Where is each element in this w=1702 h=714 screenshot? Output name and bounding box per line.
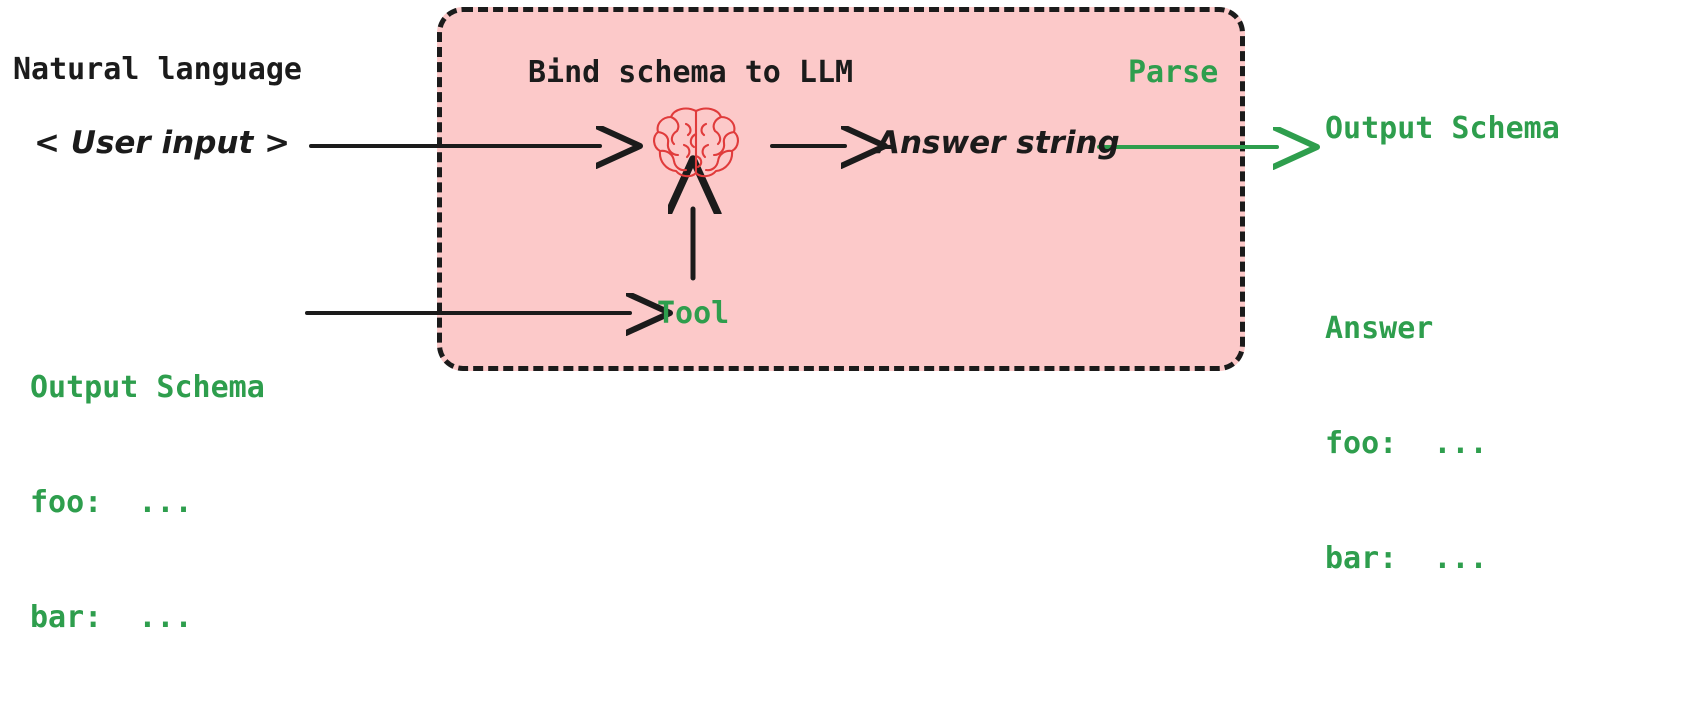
bind-schema-label: Bind schema to LLM <box>528 55 854 90</box>
parse-label: Parse <box>1128 55 1219 90</box>
output-schema-block: Output Schema Answer foo: ... bar: ... <box>1325 33 1560 655</box>
output-schema-bar: bar: ... <box>1325 541 1488 577</box>
user-input-label: < User input > <box>34 125 291 161</box>
diagram-canvas: Natural language < User input > Output S… <box>13 0 1702 635</box>
input-schema-title: Output Schema <box>30 369 265 405</box>
input-schema-bar: bar: ... <box>30 600 193 636</box>
answer-string-label: Answer string <box>876 125 1120 161</box>
tool-label: Tool <box>657 296 730 331</box>
natural-language-label: Natural language <box>13 52 302 87</box>
input-schema-foo: foo: ... <box>30 484 193 520</box>
brain-icon <box>653 107 739 178</box>
output-schema-title: Output Schema <box>1325 110 1560 146</box>
output-schema-answer: Answer <box>1325 310 1434 346</box>
arrow-layer <box>305 0 1702 443</box>
output-schema-foo: foo: ... <box>1325 425 1488 461</box>
input-output-schema-block: Output Schema foo: ... bar: ... <box>30 292 265 714</box>
output-schema-spacer <box>1325 225 1560 233</box>
llm-region-box <box>437 7 1245 371</box>
